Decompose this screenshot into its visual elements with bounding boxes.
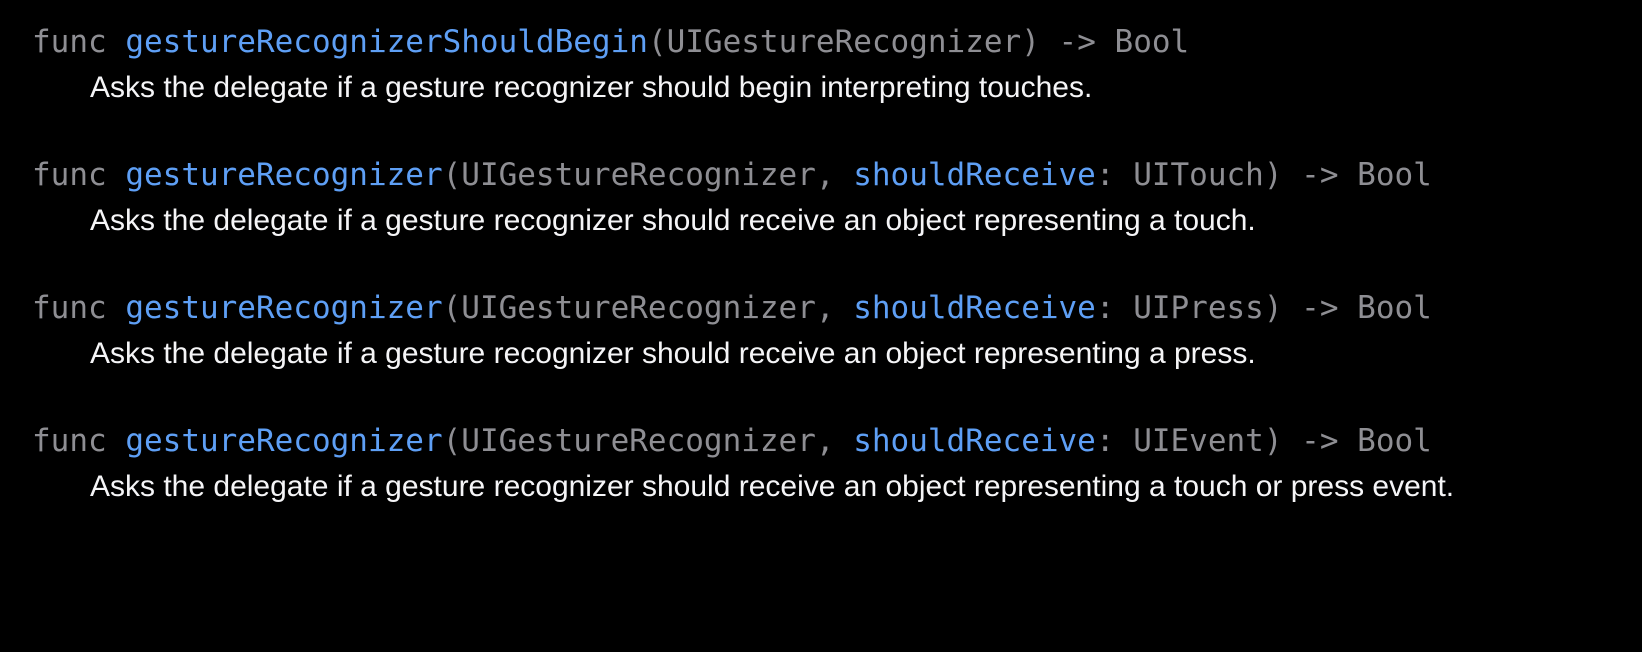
method-signature: func gestureRecognizer(UIGestureRecogniz…: [32, 419, 1622, 463]
argument-type: UIPress: [1133, 290, 1264, 326]
method-entry-should-receive-press: func gestureRecognizer(UIGestureRecogniz…: [32, 286, 1622, 378]
method-entry-should-receive-touch: func gestureRecognizer(UIGestureRecogniz…: [32, 153, 1622, 245]
param-type: UIGestureRecognizer: [461, 290, 816, 326]
return-type: Bool: [1357, 290, 1432, 326]
argument-colon: :: [1095, 423, 1134, 459]
method-description: Asks the delegate if a gesture recognize…: [90, 204, 1256, 237]
open-paren: (: [647, 24, 667, 60]
method-description: Asks the delegate if a gesture recognize…: [90, 470, 1455, 503]
method-description: Asks the delegate if a gesture recognize…: [90, 71, 1093, 104]
method-description: Asks the delegate if a gesture recognize…: [90, 337, 1256, 370]
param-separator: ,: [815, 290, 854, 326]
func-keyword: func: [32, 290, 107, 326]
argument-label: shouldReceive: [853, 423, 1096, 459]
method-name-link[interactable]: gestureRecognizer: [125, 423, 443, 459]
param-type: UIGestureRecognizer: [666, 24, 1022, 60]
close-return: ) ->: [1263, 423, 1358, 459]
method-signature: func gestureRecognizer(UIGestureRecogniz…: [32, 286, 1622, 330]
close-return: ) ->: [1263, 290, 1358, 326]
topics-list: func gestureRecognizerShouldBegin(UIGest…: [32, 20, 1622, 552]
argument-type: UITouch: [1133, 157, 1264, 193]
method-name-link[interactable]: gestureRecognizerShouldBegin: [125, 24, 648, 60]
open-paren: (: [442, 157, 462, 193]
func-keyword: func: [32, 423, 107, 459]
method-entry-should-begin: func gestureRecognizerShouldBegin(UIGest…: [32, 20, 1622, 112]
param-type: UIGestureRecognizer: [461, 423, 816, 459]
open-paren: (: [442, 290, 462, 326]
return-type: Bool: [1357, 157, 1432, 193]
return-type: Bool: [1114, 24, 1190, 60]
argument-type: UIEvent: [1133, 423, 1264, 459]
return-type: Bool: [1357, 423, 1432, 459]
param-separator: ,: [815, 157, 854, 193]
method-signature: func gestureRecognizerShouldBegin(UIGest…: [32, 20, 1622, 64]
argument-colon: :: [1095, 157, 1134, 193]
func-keyword: func: [32, 157, 107, 193]
method-name-link[interactable]: gestureRecognizer: [125, 157, 443, 193]
method-name-link[interactable]: gestureRecognizer: [125, 290, 443, 326]
param-separator: ,: [815, 423, 854, 459]
argument-label: shouldReceive: [853, 157, 1096, 193]
open-paren: (: [442, 423, 462, 459]
argument-label: shouldReceive: [853, 290, 1096, 326]
param-type: UIGestureRecognizer: [461, 157, 816, 193]
close-return: ) ->: [1021, 24, 1115, 60]
func-keyword: func: [32, 24, 107, 60]
method-entry-should-receive-event: func gestureRecognizer(UIGestureRecogniz…: [32, 419, 1622, 511]
argument-colon: :: [1095, 290, 1134, 326]
method-signature: func gestureRecognizer(UIGestureRecogniz…: [32, 153, 1622, 197]
close-return: ) ->: [1263, 157, 1358, 193]
